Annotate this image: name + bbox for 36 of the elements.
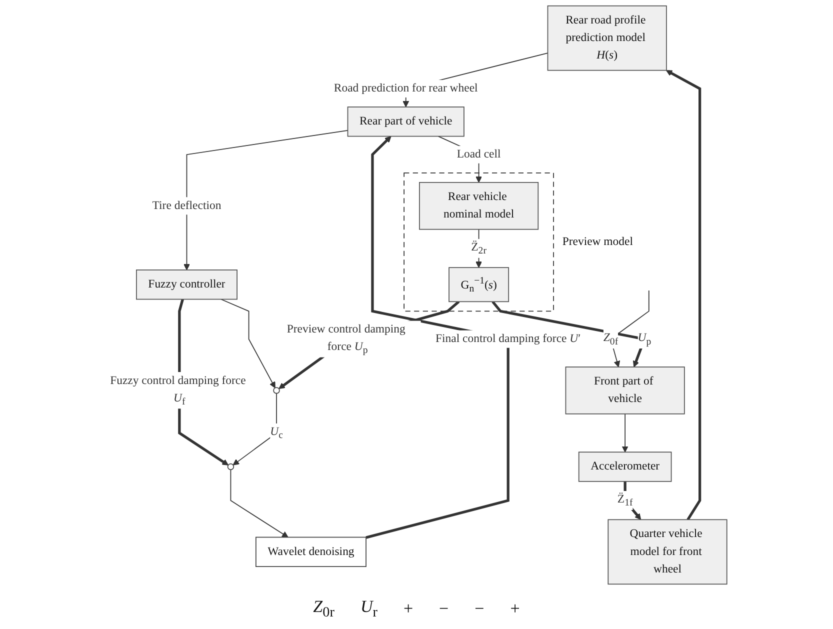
sign-label: − — [439, 599, 449, 619]
edge-label: Z̈$_{1f}$ — [617, 493, 633, 508]
arrow — [220, 298, 276, 388]
arrow — [610, 290, 650, 368]
edge-label: U$_{p}$ — [638, 332, 652, 346]
node-box: Rear road profile prediction model H(s) — [547, 5, 667, 71]
node-box: Quarter vehicle model for front wheel — [608, 519, 728, 585]
edge-label: Load cell — [456, 148, 501, 160]
signal-label: Z$_{0r}$ — [313, 596, 334, 622]
node-box: Accelerometer — [578, 452, 672, 482]
edge-label: Z̈$_{2r}$ — [471, 241, 486, 256]
node-box: Rear part of vehicle — [347, 106, 464, 137]
node-box: Fuzzy controller — [136, 270, 238, 300]
sign-label: + — [510, 599, 520, 619]
cluster — [404, 172, 554, 312]
arrow — [184, 130, 348, 270]
node-box: Front part of vehicle — [565, 366, 685, 414]
signal-label: U$_{r}$ — [360, 596, 378, 622]
edge-label: Tire deflection — [152, 199, 222, 212]
arrow — [666, 70, 702, 520]
edge-label: Preview control damping force U$_{p}$ — [286, 322, 406, 356]
node-box: Rear vehicle nominal model — [419, 182, 539, 230]
edge-label: Z$_{0f}$ — [603, 332, 618, 346]
arrow — [624, 481, 642, 520]
node-box: Wavelet denoising — [256, 536, 366, 567]
node-box: G$_{n}$$^{−1}$(s) — [448, 267, 510, 302]
node-label: Preview model — [562, 235, 633, 248]
edge-label: U$_{c}$ — [270, 426, 283, 440]
edge-label: Final control damping force U′ — [436, 332, 581, 345]
edge-label: Fuzzy control damping force U$_{f}$ — [110, 374, 246, 407]
edge-label: Road prediction for rear wheel — [334, 82, 478, 95]
sign-label: − — [474, 599, 484, 619]
arrow — [230, 469, 288, 538]
sign-label: + — [403, 599, 414, 619]
arrow — [232, 392, 277, 466]
arrow — [622, 413, 628, 452]
